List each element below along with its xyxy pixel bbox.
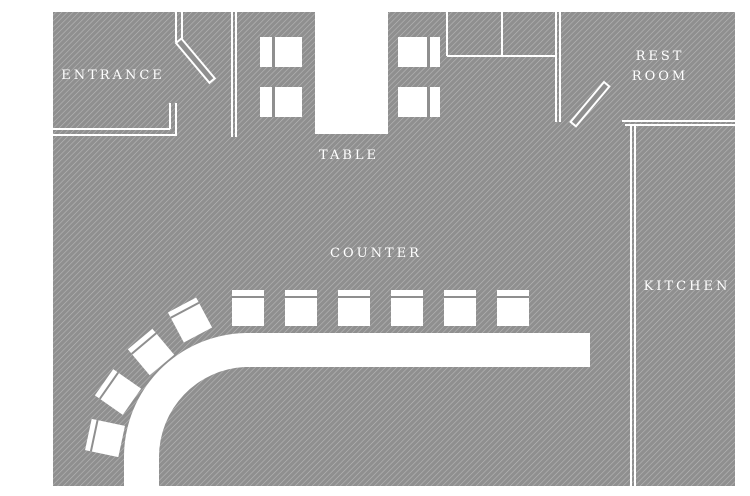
- entrance-door: [174, 37, 217, 85]
- label-table: TABLE: [319, 148, 379, 163]
- stool: [391, 290, 423, 326]
- stool: [85, 418, 125, 458]
- stool: [338, 290, 370, 326]
- label-counter: COUNTER: [330, 246, 422, 261]
- floor: [53, 12, 735, 486]
- label-entrance: ENTRANCE: [61, 68, 165, 83]
- stools: [85, 290, 529, 458]
- label-kitchen: KITCHEN: [644, 279, 731, 294]
- stool: [232, 290, 264, 326]
- walls: [53, 12, 735, 486]
- label-rest: REST: [636, 49, 685, 64]
- stool: [127, 328, 175, 376]
- label-room: ROOM: [632, 69, 688, 84]
- stool: [285, 290, 317, 326]
- stool: [94, 369, 142, 415]
- restroom-door: [569, 80, 611, 128]
- stool: [497, 290, 529, 326]
- entrance-wall: [53, 103, 177, 136]
- counter: [124, 333, 590, 486]
- doors: [174, 37, 611, 128]
- table-group-right: [398, 37, 440, 117]
- stool: [444, 290, 476, 326]
- tables: [260, 37, 440, 117]
- table-group-left: [260, 37, 302, 117]
- stool: [167, 297, 213, 343]
